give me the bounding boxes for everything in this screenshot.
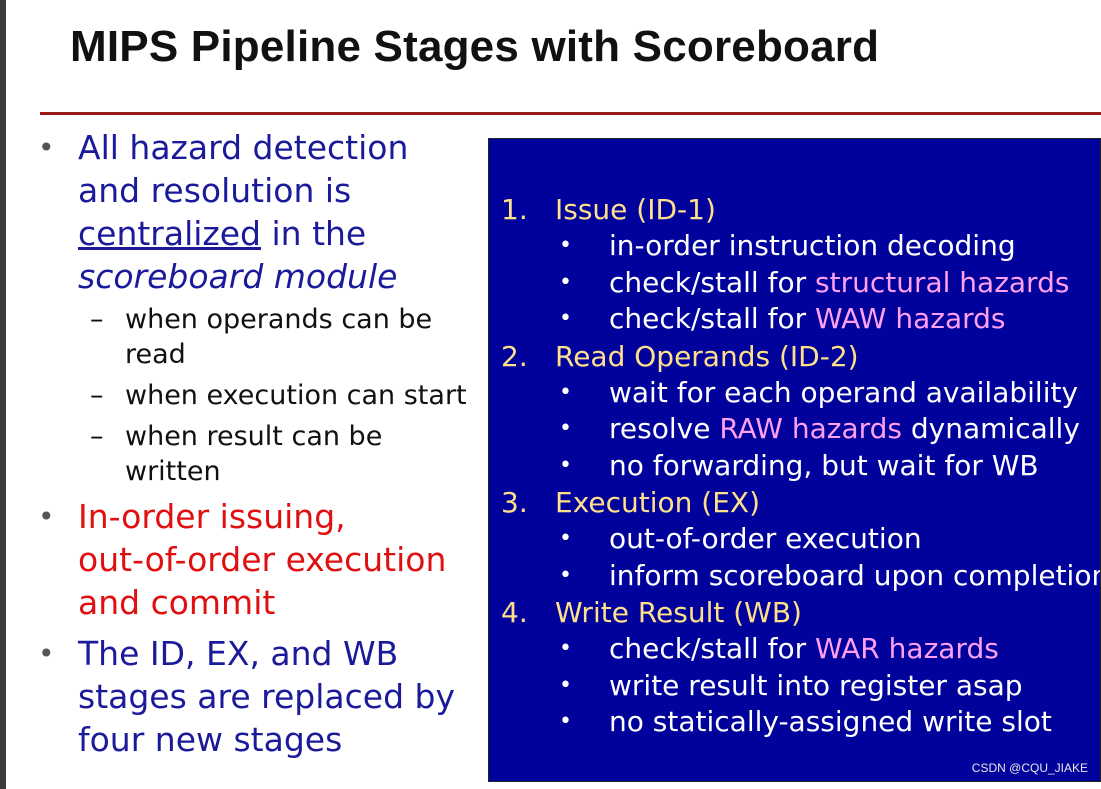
left-window-edge — [0, 0, 6, 789]
stage-item: • no statically-assigned write slot — [489, 704, 1100, 741]
bullet-text-line: All hazard detection — [78, 128, 409, 167]
stage-label: Execution (EX) — [555, 486, 761, 519]
stage-item: • check/stall for WAR hazards — [489, 631, 1100, 668]
bullet-centralized-hazard: • All hazard detection and resolution is… — [30, 126, 485, 298]
stage-item: • inform scoreboard upon completion — [489, 558, 1100, 595]
bullet-dot-icon: • — [559, 379, 572, 405]
stage-item-text: out-of-order execution — [609, 522, 922, 555]
bullet-dot-icon: • — [559, 562, 572, 588]
highlighted-term: structural hazards — [815, 265, 1070, 299]
bullet-dot-icon: • — [559, 269, 572, 295]
stage-label: Write Result (WB) — [555, 596, 802, 629]
stage-item-text: inform scoreboard upon completion — [609, 558, 1101, 592]
highlighted-term: RAW hazards — [719, 412, 902, 445]
stage-item-text: no forwarding, but wait for WB — [609, 448, 1039, 482]
sub-item-execution: – when execution can start — [30, 378, 485, 413]
bullet-text-fragment: in the — [261, 214, 367, 253]
highlighted-term: WAW hazards — [815, 302, 1006, 335]
stage-list: 1. Issue (ID-1) • in-order instruction deco… — [489, 191, 1100, 741]
stage-item: • check/stall for WAW hazards — [489, 301, 1100, 338]
bullet-dot-icon: • — [559, 672, 572, 698]
highlighted-term: WAR hazards — [815, 632, 999, 665]
dash-icon: – — [90, 304, 104, 335]
watermark: CSDN @CQU_JIAKE — [971, 761, 1088, 775]
stage-heading: 2. Read Operands (ID-2) — [489, 338, 1100, 375]
stage-item: • write result into register asap — [489, 668, 1100, 705]
bullet-text-line: four new stages — [78, 720, 343, 759]
stage-number: 2. — [501, 339, 528, 373]
bullet-dot-icon: • — [559, 452, 572, 478]
sub-item-result: – when result can be written — [30, 419, 485, 489]
bullet-stages-replaced: • The ID, EX, and WB stages are replaced… — [30, 632, 485, 761]
scoreboard-stages-panel: 1. Issue (ID-1) • in-order instruction deco… — [488, 138, 1101, 782]
bullet-dot-icon: • — [38, 500, 55, 533]
dash-icon: – — [90, 421, 104, 452]
bullet-dot-icon: • — [559, 709, 572, 734]
stage-item: • out-of-order execution — [489, 521, 1100, 558]
sub-item-text: when execution can start — [125, 380, 467, 411]
bullet-dot-icon: • — [38, 637, 55, 670]
sub-item-text: written — [125, 456, 221, 487]
bullet-text-line: stages are replaced by — [78, 677, 455, 716]
stage-heading: 3. Execution (EX) — [489, 484, 1100, 521]
sub-item-text: read — [125, 339, 186, 370]
stage-item-text: no statically-assigned write slot — [609, 705, 1052, 738]
stage-item-text: check/stall for — [609, 302, 815, 335]
stage-item-text: in-order instruction decoding — [609, 229, 1016, 262]
stage-item-text: resolve — [609, 412, 720, 445]
dash-icon: – — [90, 380, 104, 411]
stage-number: 1. — [501, 193, 528, 226]
bullet-text-line: In-order issuing, — [78, 497, 346, 536]
bullet-dot-icon: • — [559, 526, 572, 551]
bullet-dot-icon: • — [559, 636, 572, 661]
stage-item: • in-order instruction decoding — [489, 228, 1100, 265]
left-bullet-column: • All hazard detection and resolution is… — [30, 126, 485, 761]
stage-item: • no forwarding, but wait for WB — [489, 448, 1100, 485]
stage-item-text: write result into register asap — [609, 668, 1023, 702]
slide-title: MIPS Pipeline Stages with Scoreboard — [70, 22, 880, 71]
bullet-text-line: and resolution is — [78, 171, 352, 210]
stage-heading: 1. Issue (ID-1) — [489, 191, 1100, 228]
stage-item: • resolve RAW hazards dynamically — [489, 411, 1100, 448]
stage-item-text: check/stall for — [609, 265, 815, 299]
sub-item-text: when result can be — [125, 421, 383, 452]
stage-label: Read Operands (ID-2) — [555, 339, 859, 373]
sub-item-operands: – when operands can be read — [30, 302, 485, 372]
sub-item-text: when operands can be — [125, 304, 433, 335]
stage-item-text: wait for each operand availability — [609, 375, 1079, 409]
stage-item: • check/stall for structural hazards — [489, 265, 1100, 302]
stage-item: • wait for each operand availability — [489, 375, 1100, 412]
bullet-dot-icon: • — [559, 416, 572, 441]
stage-number: 4. — [501, 596, 528, 629]
underlined-text: centralized — [78, 214, 261, 253]
bullet-dot-icon: • — [559, 306, 572, 331]
stage-item-text: check/stall for — [609, 632, 815, 665]
italic-text: scoreboard module — [78, 257, 398, 296]
bullet-text-line: out-of-order execution — [78, 540, 447, 579]
title-divider — [40, 112, 1101, 115]
bullet-dot-icon: • — [38, 131, 55, 164]
stage-heading: 4. Write Result (WB) — [489, 594, 1100, 631]
stage-item-text: dynamically — [902, 412, 1080, 445]
stage-number: 3. — [501, 486, 528, 519]
bullet-text-line: centralized in the — [78, 212, 485, 255]
stage-label: Issue (ID-1) — [555, 193, 716, 226]
bullet-inorder-issuing: • In-order issuing, out-of-order executi… — [30, 495, 485, 624]
bullet-dot-icon: • — [559, 233, 572, 258]
bullet-text-line: The ID, EX, and WB — [78, 634, 399, 673]
bullet-text-line: and commit — [78, 583, 276, 622]
